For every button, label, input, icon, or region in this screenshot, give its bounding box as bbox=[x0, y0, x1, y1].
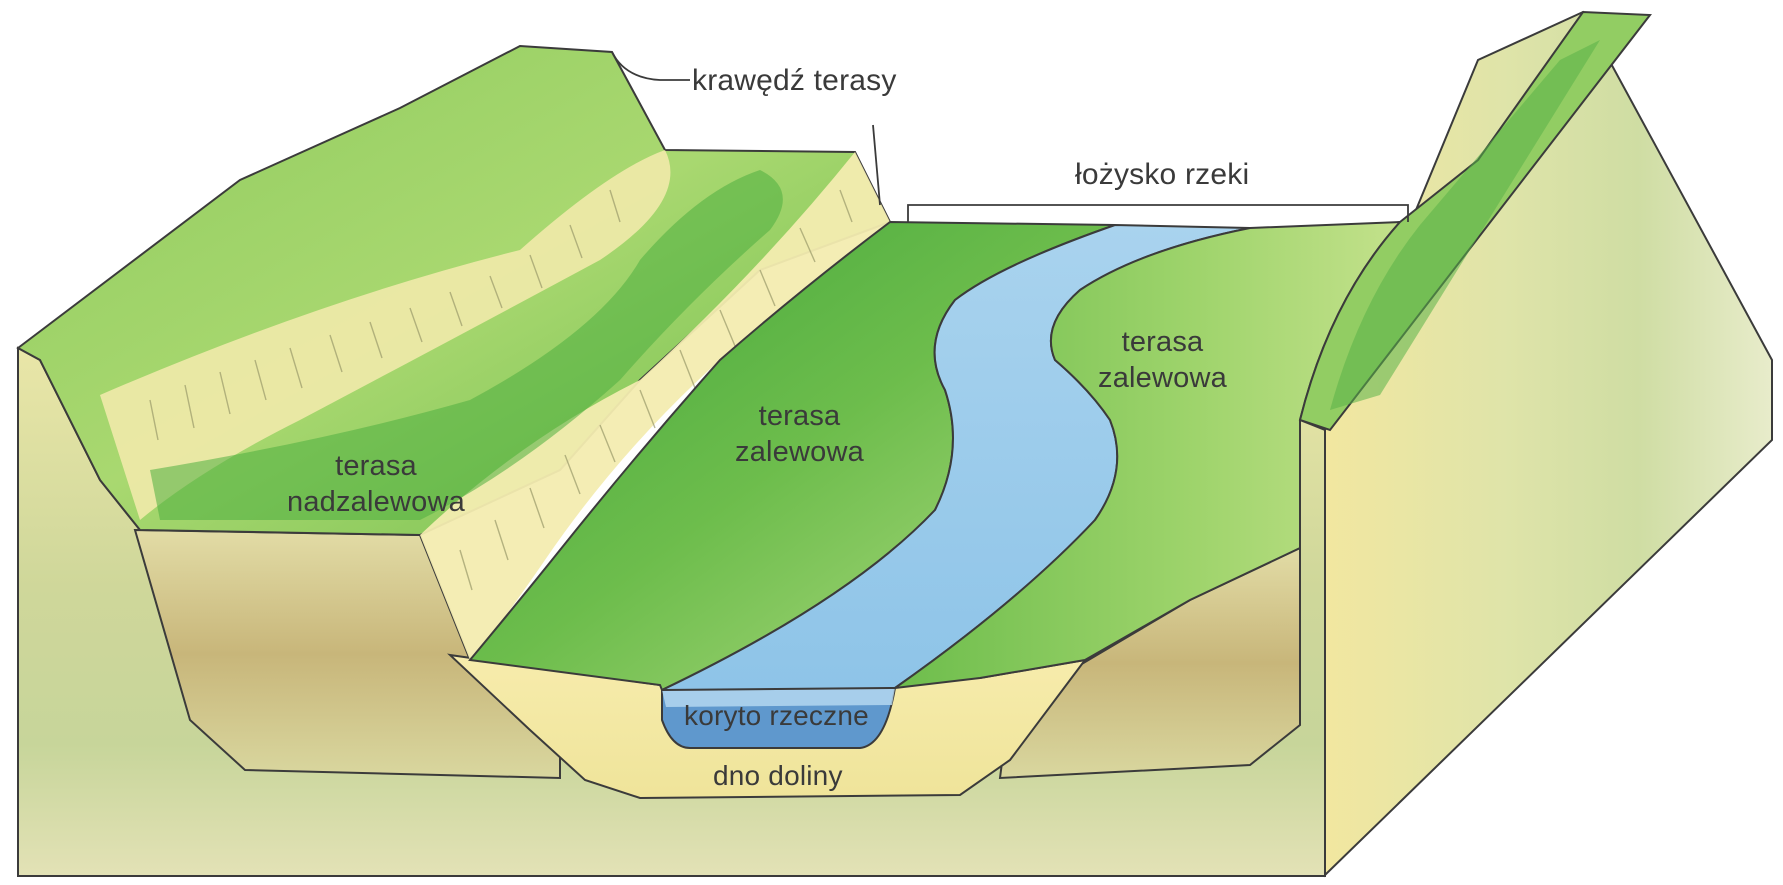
label-high-terrace: terasa nadzalewowa bbox=[287, 448, 465, 520]
label-valley-floor: dno doliny bbox=[713, 760, 843, 792]
label-high-terrace-line2: nadzalewowa bbox=[287, 484, 465, 520]
label-floodplain-right: terasa zalewowa bbox=[1098, 324, 1227, 396]
label-floodplain-left: terasa zalewowa bbox=[735, 398, 864, 470]
label-riverbed: łożysko rzeki bbox=[1075, 158, 1249, 192]
label-river-channel: koryto rzeczne bbox=[684, 700, 869, 732]
label-high-terrace-line1: terasa bbox=[287, 448, 465, 484]
label-floodplain-right-line2: zalewowa bbox=[1098, 360, 1227, 396]
label-floodplain-left-line1: terasa bbox=[735, 398, 864, 434]
label-terrace-edge: krawędź terasy bbox=[692, 64, 897, 98]
riverbed-bracket bbox=[908, 205, 1408, 222]
label-floodplain-left-line2: zalewowa bbox=[735, 434, 864, 470]
label-floodplain-right-line1: terasa bbox=[1098, 324, 1227, 360]
